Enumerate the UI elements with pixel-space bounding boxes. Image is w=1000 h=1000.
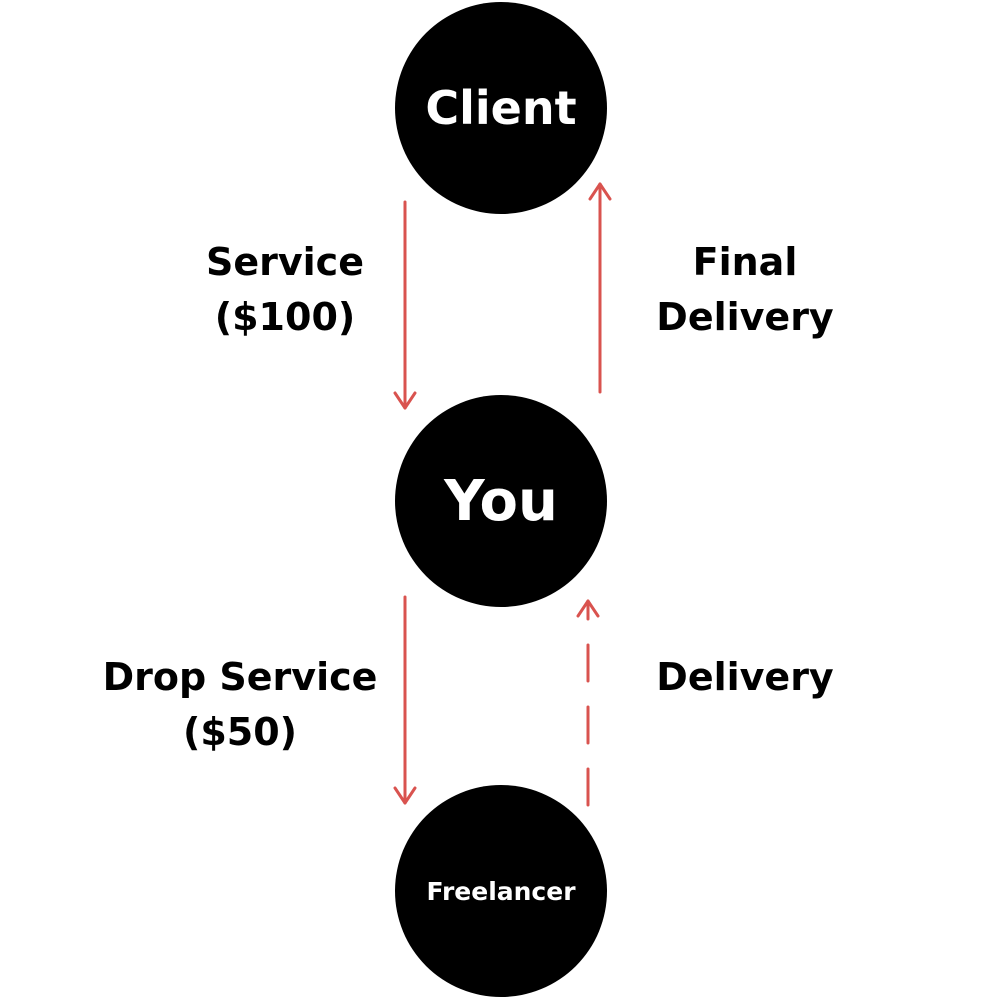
arrow-service (393, 200, 417, 410)
final-delivery-label-line2: Delivery (656, 295, 834, 339)
delivery-label-line1: Delivery (656, 655, 834, 699)
arrow-final-delivery (588, 182, 612, 394)
delivery-edge-label: Delivery (625, 650, 865, 705)
service-label-line2: ($100) (214, 295, 356, 339)
drop-service-edge-label: Drop Service ($50) (90, 650, 390, 760)
arrow-drop-service (393, 595, 417, 805)
freelancer-label: Freelancer (426, 876, 576, 906)
drop-service-label-line1: Drop Service (102, 655, 378, 699)
final-delivery-edge-label: Final Delivery (625, 235, 865, 345)
final-delivery-label-line1: Final (692, 240, 798, 284)
you-node: You (395, 395, 607, 607)
service-edge-label: Service ($100) (170, 235, 400, 345)
client-label: Client (425, 81, 577, 135)
drop-service-label-line2: ($50) (182, 710, 298, 754)
freelancer-node: Freelancer (395, 785, 607, 997)
client-node: Client (395, 2, 607, 214)
you-label: You (444, 468, 558, 534)
arrow-delivery (576, 599, 600, 807)
service-label-line1: Service (206, 240, 364, 284)
